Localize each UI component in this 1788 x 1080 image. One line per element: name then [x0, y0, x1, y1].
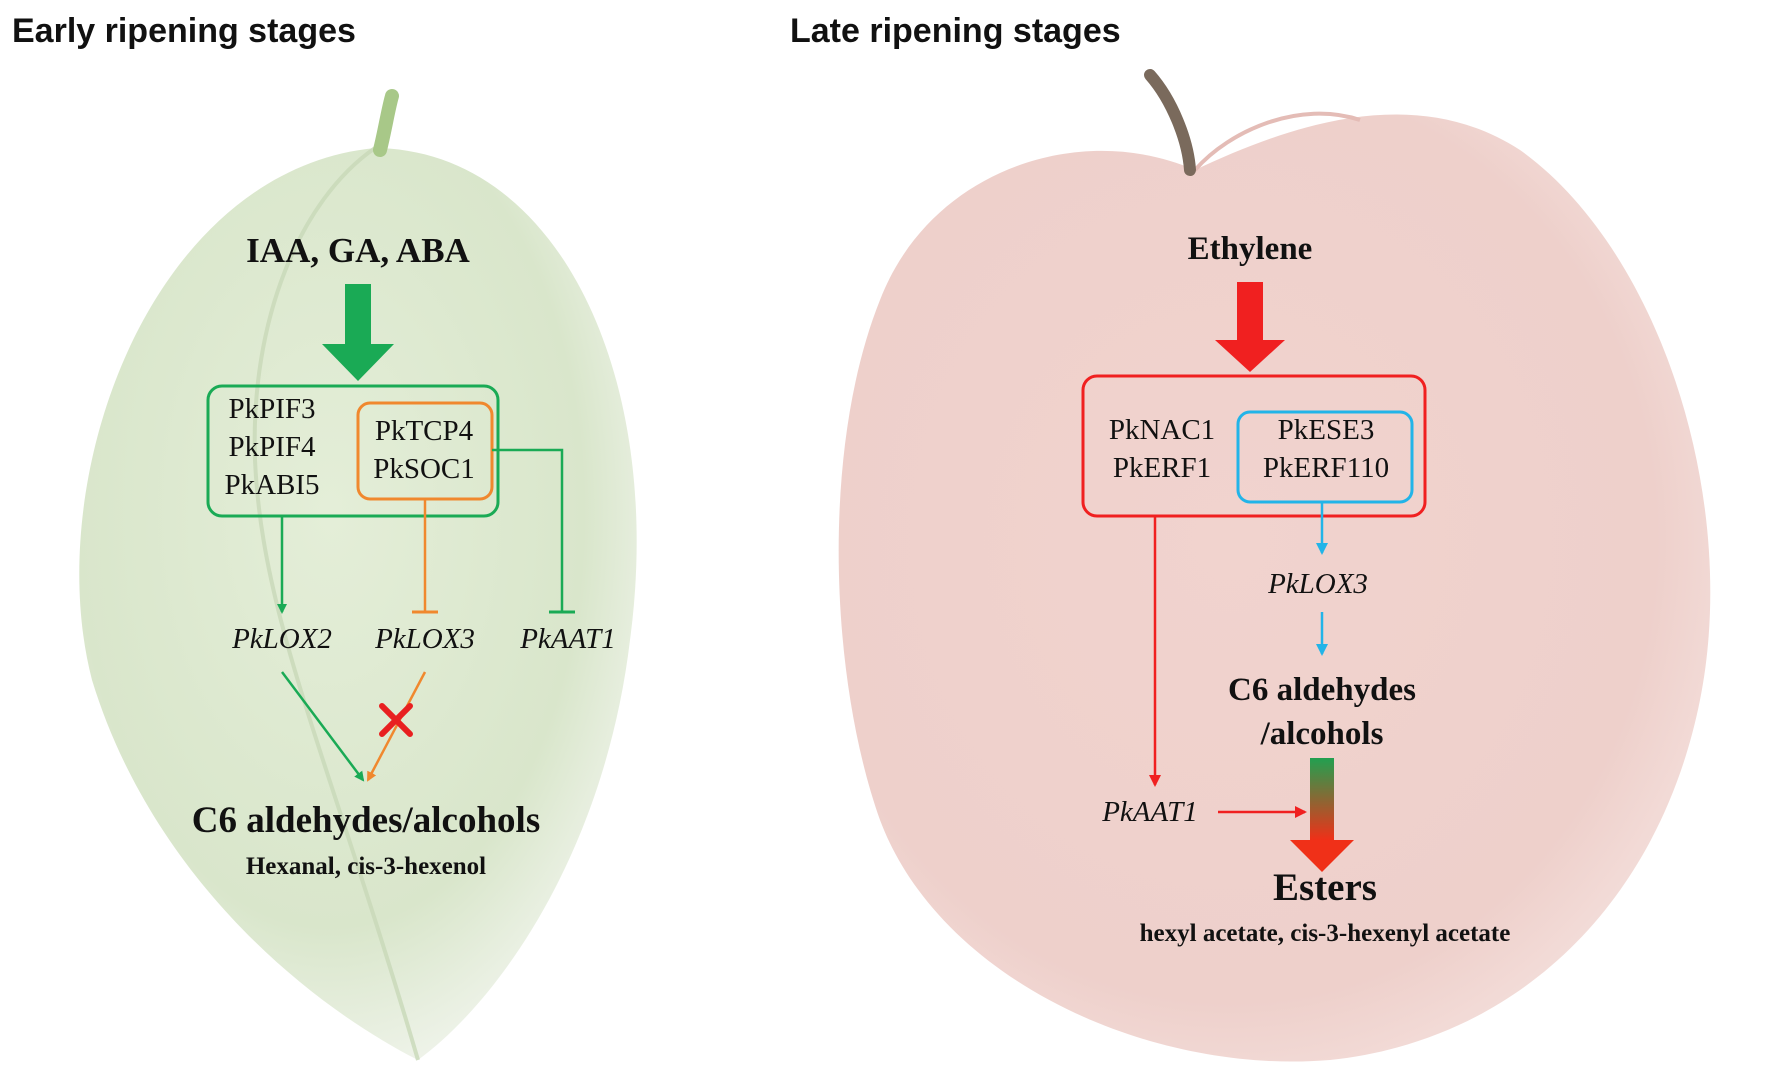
blocked-cross-icon: [379, 703, 413, 737]
early-product: C6 aldehydes/alcohols: [192, 800, 540, 841]
lox3-to-c6-arrow: [366, 671, 427, 782]
late-panel-title: Late ripening stages: [790, 12, 1121, 50]
late-hormone: Ethylene: [1188, 231, 1313, 267]
late-product-examples: hexyl acetate, cis-3-hexenyl acetate: [1140, 920, 1511, 947]
early-product-examples: Hexanal, cis-3-hexenol: [246, 853, 486, 880]
late-target-pkaat1: PkAAT1: [1101, 796, 1198, 828]
late-target-pklox3: PkLOX3: [1267, 568, 1368, 600]
early-tf-pkabi5: PkABI5: [224, 469, 319, 501]
late-product: Esters: [1273, 866, 1377, 909]
lox2-to-c6-arrow: [281, 671, 365, 782]
c6-to-esters-gradient-arrow: [1290, 758, 1354, 872]
late-intermediate-line1: C6 aldehydes: [1228, 672, 1416, 708]
early-tf-pksoc1: PkSOC1: [373, 453, 475, 485]
late-outer-tf-box: [1081, 374, 1427, 518]
repress-lox3-line: [412, 499, 438, 614]
late-hormone-arrow: [1215, 282, 1285, 372]
late-inner-tf-box: [1236, 410, 1414, 504]
early-panel-title: Early ripening stages: [12, 12, 356, 50]
late-tf-pkerf1: PkERF1: [1113, 452, 1211, 484]
early-tf-pktcp4: PkTCP4: [375, 415, 474, 447]
late-tf-pkese3: PkESE3: [1278, 414, 1375, 446]
peach-fruit: [838, 69, 1711, 1062]
early-target-pklox2: PkLOX2: [231, 623, 332, 655]
repress-aat1-line: [492, 448, 575, 614]
early-target-pkaat1: PkAAT1: [519, 623, 616, 655]
late-tf-pknac1: PkNAC1: [1109, 414, 1215, 446]
late-intermediate-line2: /alcohols: [1260, 716, 1384, 752]
late-tf-pkerf110: PkERF110: [1263, 452, 1389, 484]
early-tf-pkpif3: PkPIF3: [228, 393, 315, 425]
early-tf-pkpif4: PkPIF4: [228, 431, 316, 463]
early-target-pklox3: PkLOX3: [374, 623, 475, 655]
early-hormone-arrow: [322, 284, 394, 381]
early-hormones: IAA, GA, ABA: [246, 231, 470, 270]
green-fruit: [79, 89, 637, 1061]
